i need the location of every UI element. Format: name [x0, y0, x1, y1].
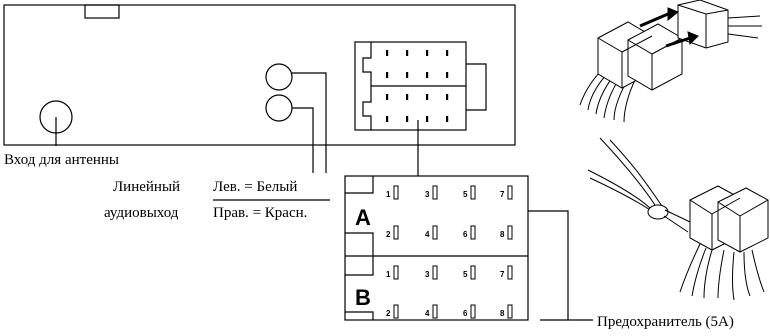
connector-pin-grid: 1 3 5 7 2 4 6 8 1 3 5 7 2 4 6 8 — [386, 185, 513, 319]
panel-pin-3-1 — [406, 116, 409, 122]
pin-terminal-b-3 — [432, 265, 438, 280]
panel-pin-0-2 — [426, 50, 429, 56]
panel-pin-2-1 — [406, 94, 409, 100]
panel-pin-grid — [386, 50, 449, 122]
pin-terminal-a-8 — [507, 225, 513, 240]
pin-number-b-7: 7 — [500, 270, 505, 279]
pin-number-b-6: 6 — [463, 309, 468, 318]
pin-number-a-6: 6 — [463, 230, 468, 239]
panel-pin-1-0 — [386, 72, 389, 78]
pin-number-a-1: 1 — [386, 190, 391, 199]
pin-number-b-4: 4 — [425, 309, 430, 318]
insert-arrow-1 — [639, 12, 669, 28]
panel-pin-0-3 — [446, 50, 449, 56]
antenna-input-label: Вход для антенны — [4, 152, 119, 168]
panel-pin-1-2 — [426, 72, 429, 78]
rca-right-leader — [292, 107, 314, 173]
panel-pin-2-0 — [386, 94, 389, 100]
pin-number-a-2: 2 — [386, 230, 391, 239]
pin-terminal-a-1 — [393, 185, 399, 200]
panel-pin-3-3 — [446, 116, 449, 122]
panel-pin-3-2 — [426, 116, 429, 122]
pin-number-a-5: 5 — [463, 190, 468, 199]
pin-terminal-b-1 — [393, 265, 399, 280]
pin-number-b-8: 8 — [500, 309, 505, 318]
right-red-label: Прав. = Красн. — [213, 205, 307, 221]
pin-terminal-b-8 — [507, 304, 513, 319]
pin-number-a-8: 8 — [500, 230, 505, 239]
block-b-letter: B — [355, 285, 371, 310]
connector-key-b — [345, 256, 374, 320]
pin-terminal-a-4 — [432, 225, 438, 240]
rca-left-leader — [292, 72, 327, 173]
panel-key-a — [362, 42, 372, 86]
rca-right-socket — [265, 94, 293, 122]
plier-pivot — [647, 204, 669, 220]
pin-number-a-7: 7 — [500, 190, 505, 199]
head-unit-rear-panel — [3, 4, 516, 146]
fuse-label: Предохранитель (5A) — [597, 314, 734, 330]
socket-wires — [727, 15, 762, 39]
pin-terminal-b-5 — [470, 265, 476, 280]
rca-left-socket — [265, 63, 293, 91]
panel-pin-1-3 — [446, 72, 449, 78]
panel-pin-1-1 — [406, 72, 409, 78]
insert-arrow-head-1 — [667, 7, 679, 22]
pin-number-b-1: 1 — [386, 270, 391, 279]
insert-arrow-2 — [665, 36, 691, 48]
pin-terminal-a-7 — [507, 185, 513, 200]
pin-terminal-a-5 — [470, 185, 476, 200]
plug-body-right — [627, 23, 683, 91]
plier-handle-1 — [599, 137, 656, 206]
harness-plug-illustration — [579, 0, 762, 123]
pin-number-a-3: 3 — [425, 190, 430, 199]
plier-handle-2 — [587, 169, 653, 211]
enlarged-iso-connector — [344, 175, 529, 321]
left-white-label: Лев. = Белый — [213, 179, 297, 195]
connector-key-a — [345, 176, 374, 256]
panel-pin-2-3 — [446, 94, 449, 100]
pin-number-b-5: 5 — [463, 270, 468, 279]
pin-terminal-b-4 — [432, 304, 438, 319]
panel-pin-0-1 — [406, 50, 409, 56]
pliers-illustration — [587, 137, 769, 301]
panel-pin-3-0 — [386, 116, 389, 122]
panel-pin-2-2 — [426, 94, 429, 100]
plier-jaws — [663, 209, 691, 233]
wire-bundle-2 — [679, 243, 765, 301]
line-audio-out-label-1: Линейный — [113, 179, 180, 195]
pin-terminal-b-7 — [507, 265, 513, 280]
insert-arrow-head-2 — [687, 31, 699, 46]
block-a-letter: A — [355, 205, 371, 230]
pin-terminal-a-6 — [470, 225, 476, 240]
line-audio-out-label-2: аудиовыход — [104, 205, 179, 221]
pin-number-a-4: 4 — [425, 230, 430, 239]
pin-terminal-b-6 — [470, 304, 476, 319]
fuse-loop — [528, 210, 569, 321]
panel-key-b — [362, 86, 372, 130]
pin-terminal-a-3 — [432, 185, 438, 200]
panel-top-tab — [84, 4, 120, 19]
pin-terminal-b-2 — [393, 304, 399, 319]
pin-number-b-3: 3 — [425, 270, 430, 279]
panel-pin-0-0 — [386, 50, 389, 56]
panel-fuse-loop — [466, 63, 487, 111]
pin-terminal-a-2 — [393, 225, 399, 240]
pin-number-b-2: 2 — [386, 309, 391, 318]
